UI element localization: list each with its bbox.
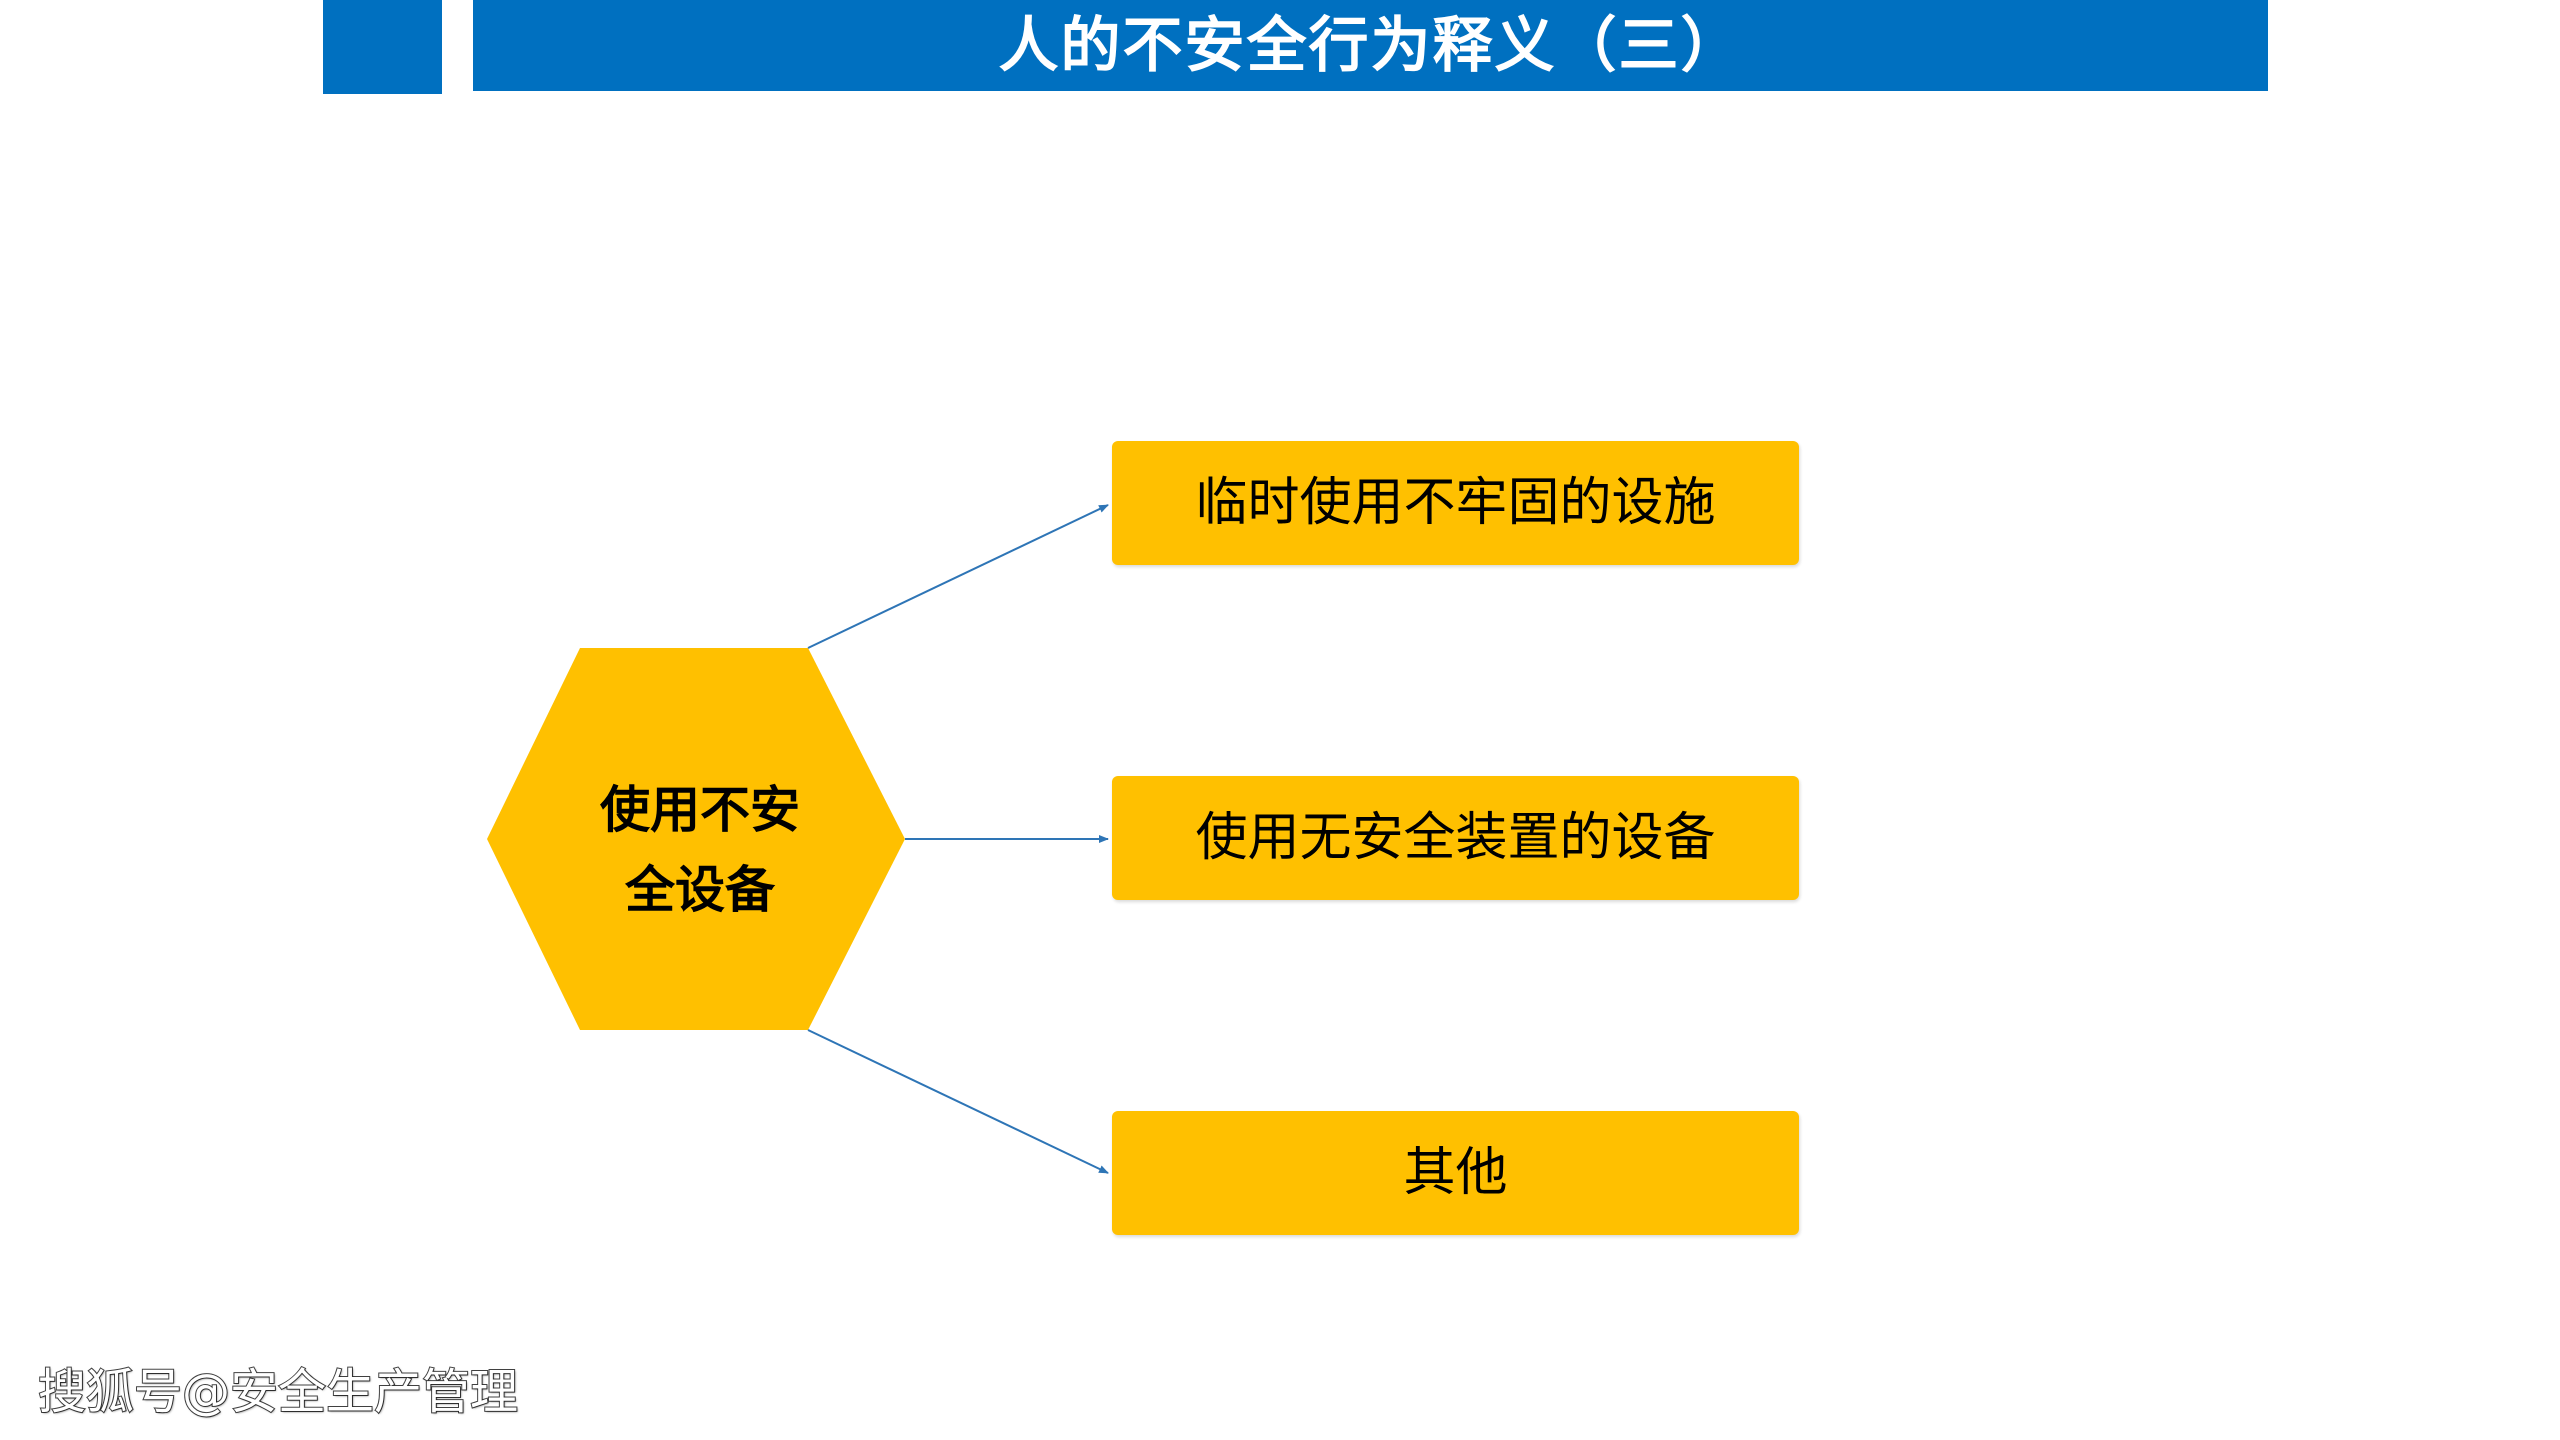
connector-arrow-top [807,504,1109,649]
center-hexagon [487,648,905,1030]
branch-box-other: 其他 [1112,1111,1799,1235]
branch-label: 其他 [1403,1143,1508,1203]
center-node-line-1: 使用不安 [600,781,800,839]
branch-box-equipment-without-safety-device: 使用无安全装置的设备 [1112,776,1799,900]
branch-box-unstable-facilities: 临时使用不牢固的设施 [1112,441,1799,565]
center-node-label: 使用不安 全设备 [560,770,840,930]
slide-title: 人的不安全行为释义（三） [998,10,1743,81]
watermark-text: 搜狐号@安全生产管理 [37,1364,519,1420]
header-accent-square [323,0,442,94]
branch-label: 使用无安全装置的设备 [1195,808,1716,868]
title-bar: 人的不安全行为释义（三） [473,0,2268,91]
branch-label: 临时使用不牢固的设施 [1195,473,1716,533]
center-node-line-2: 全设备 [625,861,775,919]
connector-arrow-bottom [807,1029,1109,1174]
